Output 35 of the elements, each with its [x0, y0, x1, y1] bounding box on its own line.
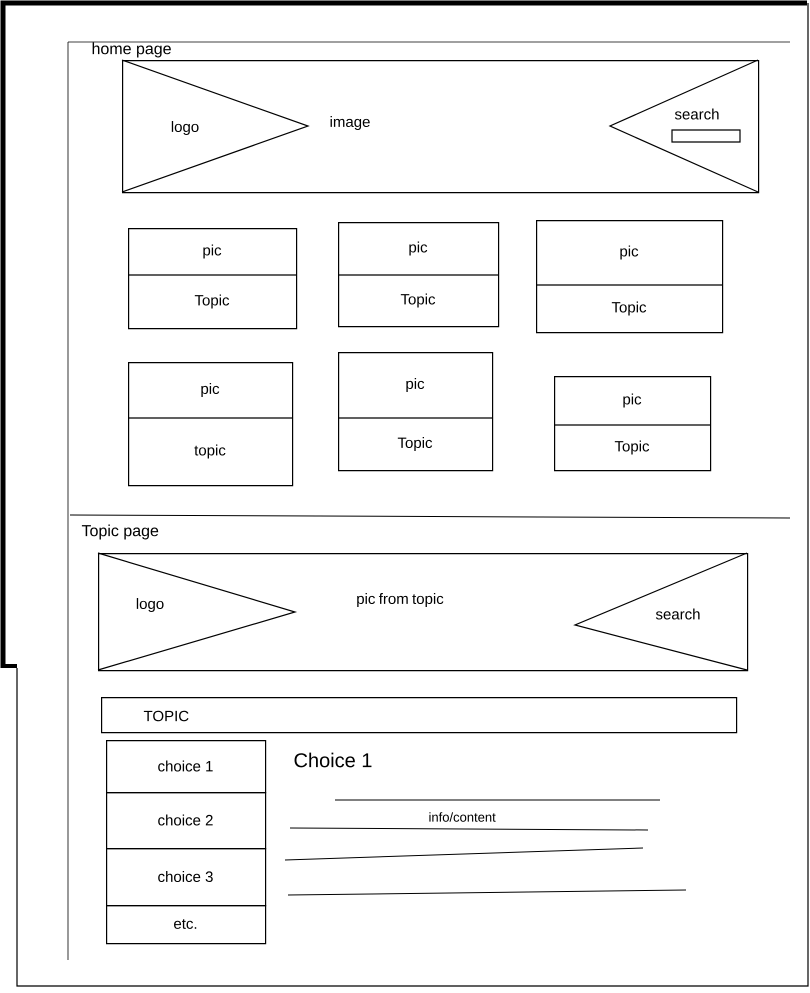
placeholder-label: Topic — [194, 294, 230, 308]
section-heading: home page — [92, 42, 171, 58]
placeholder-label: pic — [409, 242, 428, 256]
placeholder-label: Topic — [612, 302, 646, 316]
banner-box — [98, 552, 748, 672]
placeholder-label: Topic — [614, 440, 650, 454]
placeholder-label: Topic — [398, 437, 432, 451]
placeholder-label: pic — [623, 394, 642, 408]
placeholder-label: logo — [136, 598, 164, 612]
section-heading: Topic page — [82, 524, 158, 540]
placeholder-label: pic from topic — [357, 593, 444, 607]
card-box — [338, 352, 494, 472]
placeholder-label: image — [330, 116, 370, 130]
placeholder-label: pic — [201, 383, 220, 397]
placeholder-label: Topic — [400, 294, 436, 308]
placeholder-label: topic — [194, 444, 226, 458]
menu-item: choice 2 — [106, 792, 266, 850]
placeholder-label: logo — [172, 121, 199, 135]
placeholder-label: info/content — [429, 812, 496, 822]
menu-item: choice 3 — [106, 848, 266, 906]
card-box — [536, 220, 724, 334]
placeholder-label: search — [674, 108, 719, 120]
title-bar: TOPIC — [101, 697, 738, 734]
placeholder-label: pic — [620, 246, 638, 260]
placeholder-label: search — [656, 608, 700, 620]
banner-box — [122, 59, 760, 194]
card-box — [338, 222, 500, 328]
placeholder-label: pic — [203, 244, 222, 258]
menu-item: etc. — [106, 905, 266, 944]
menu-item: choice 1 — [106, 740, 266, 794]
card-box — [554, 376, 712, 472]
card-box — [128, 362, 294, 486]
content-heading: Choice 1 — [294, 752, 372, 768]
placeholder-label: pic — [406, 378, 424, 392]
card-box — [128, 228, 298, 330]
